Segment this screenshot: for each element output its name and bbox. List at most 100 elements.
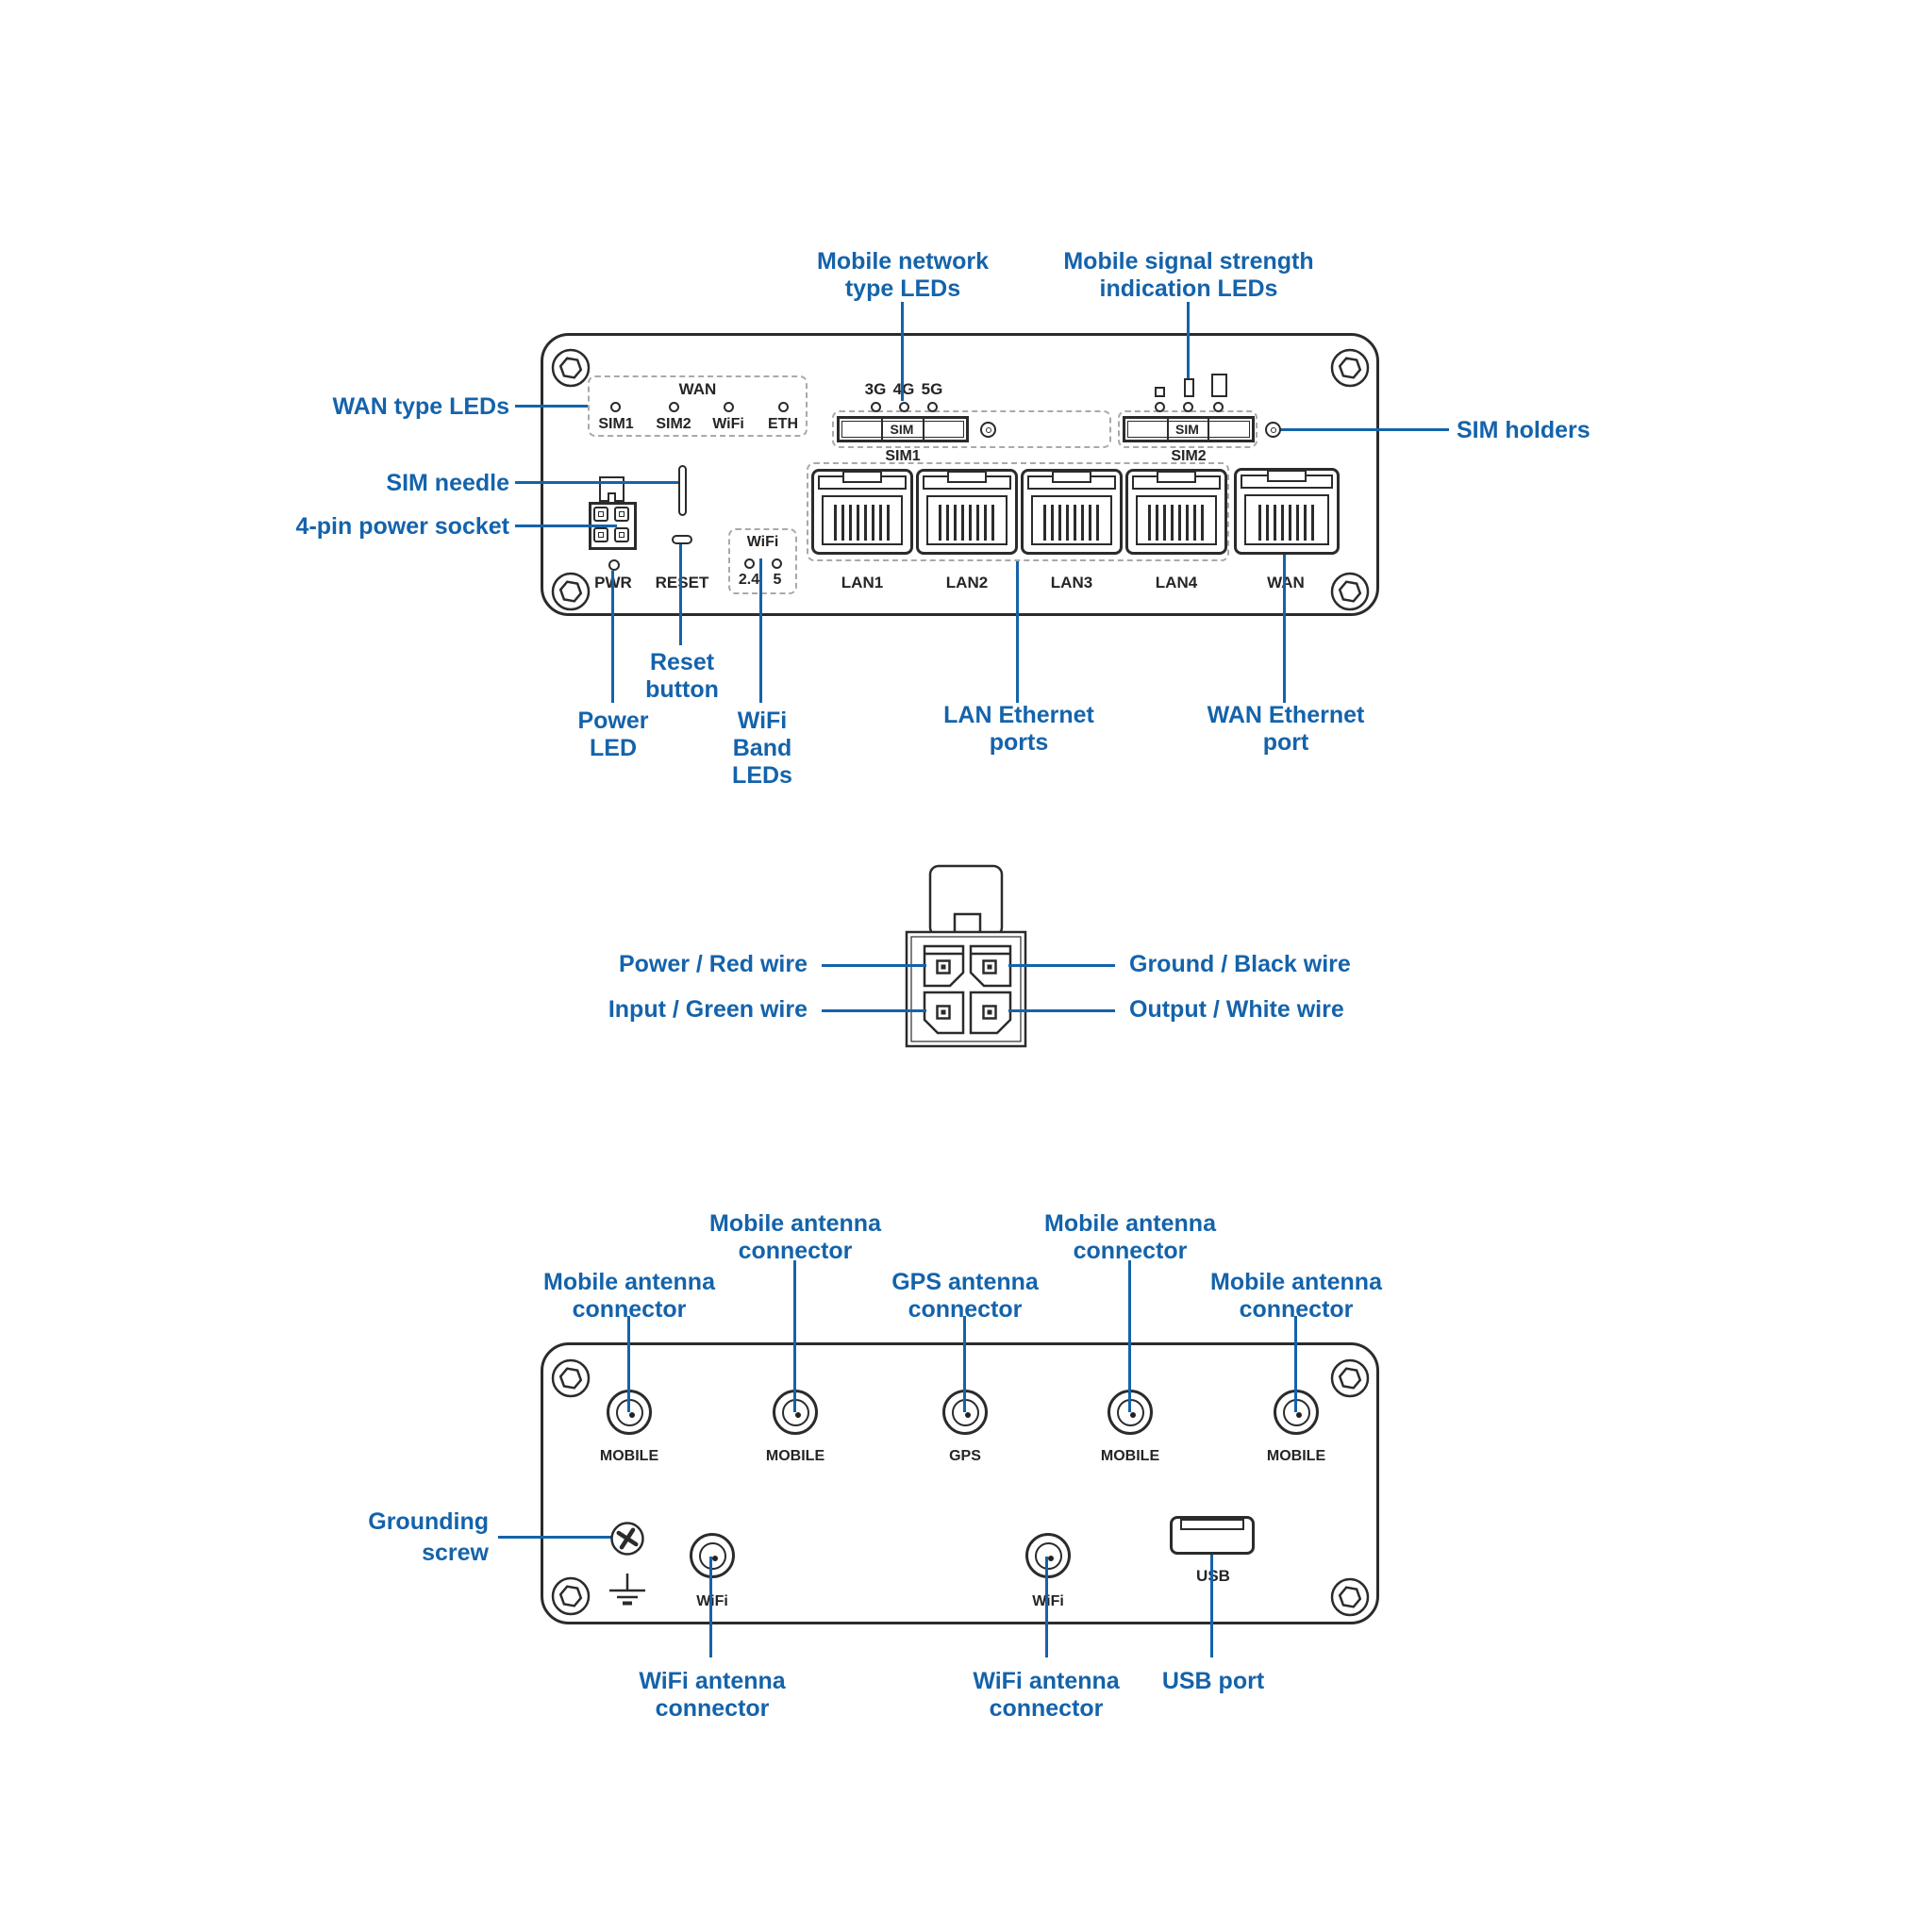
- wifi-band-group-box: [728, 528, 797, 594]
- callout-line-wifi-band: [759, 558, 762, 703]
- net-type-3g-led: [871, 402, 881, 412]
- wifi-connector-label: WiFi: [696, 1593, 728, 1609]
- power-connector-icon: [905, 864, 1027, 1048]
- label-mobile-signal-leds: Mobile signal strength indication LEDs: [1063, 248, 1314, 302]
- sim2-tray-divider: [1167, 418, 1169, 441]
- label-wifi-antenna-2: WiFi antenna connector: [973, 1668, 1120, 1722]
- power-socket-pin: [614, 527, 629, 542]
- wifi-band-group-title: WiFi: [746, 534, 779, 550]
- callout-line-wan-port: [1283, 555, 1286, 703]
- lan2-port[interactable]: [916, 469, 1018, 555]
- wifi-connector-label: WiFi: [1032, 1593, 1064, 1609]
- callout-line-wifi-antenna-1: [709, 1557, 712, 1657]
- mobile-connector-label: MOBILE: [1100, 1448, 1160, 1464]
- wan-led-group-box: [588, 375, 808, 437]
- label-pin-ground: Ground / Black wire: [1129, 951, 1351, 977]
- label-usb-port: USB port: [1161, 1668, 1265, 1694]
- lan4-port[interactable]: [1125, 469, 1227, 555]
- callout-line-pin-ground: [1008, 964, 1115, 967]
- sim2-tray-divider: [1208, 418, 1209, 441]
- callout-line-mobile-2: [793, 1260, 796, 1412]
- callout-line-power-socket: [515, 525, 617, 527]
- label-gps-antenna: GPS antenna connector: [891, 1269, 1039, 1323]
- mobile-connector-label: MOBILE: [599, 1448, 659, 1464]
- wan-wifi-led-label: WiFi: [712, 416, 744, 432]
- label-wan-port: WAN Ethernet port: [1207, 702, 1365, 756]
- net-type-4g-led: [899, 402, 909, 412]
- label-mobile-antenna-2: Mobile antenna connector: [709, 1210, 881, 1264]
- callout-line-mobile-network: [901, 302, 904, 401]
- net-type-4g-label: 4G: [892, 380, 915, 398]
- mobile-connector-label: MOBILE: [1266, 1448, 1326, 1464]
- callout-line-grounding: [498, 1536, 618, 1539]
- sim2-eject-hole: [1265, 422, 1281, 438]
- power-led: [608, 559, 620, 571]
- signal-led-3: [1213, 402, 1224, 412]
- lan1-port[interactable]: [811, 469, 913, 555]
- reset-label: RESET: [655, 574, 709, 591]
- label-sim-holders: SIM holders: [1457, 417, 1591, 443]
- label-mobile-antenna-3: Mobile antenna connector: [1044, 1210, 1216, 1264]
- wifi-24-label: 2.4: [738, 572, 760, 588]
- label-mobile-antenna-1: Mobile antenna connector: [543, 1269, 715, 1323]
- wifi-5-label: 5: [773, 572, 782, 588]
- callout-line-pin-output: [1008, 1009, 1115, 1012]
- wifi-24-led: [744, 558, 755, 569]
- sim1-tray: [837, 416, 969, 442]
- callout-line-lan-ports: [1016, 561, 1019, 703]
- reset-button[interactable]: [672, 535, 692, 544]
- net-type-5g-led: [927, 402, 938, 412]
- sim-needle: [678, 465, 687, 516]
- wan-sim1-led: [610, 402, 621, 412]
- lan3-port[interactable]: [1021, 469, 1123, 555]
- wan-wifi-led: [724, 402, 734, 412]
- signal-bar-mid-icon: [1184, 378, 1194, 397]
- label-reset-button: Reset button: [645, 649, 719, 703]
- wan-eth-led-label: ETH: [768, 416, 798, 432]
- lan4-label: LAN4: [1155, 574, 1198, 591]
- sim1-eject-hole: [980, 422, 996, 438]
- wifi-antenna-connector[interactable]: [1025, 1533, 1071, 1578]
- callout-line-sim-needle: [515, 481, 683, 484]
- signal-bar-low-icon: [1155, 387, 1165, 397]
- callout-line-mobile-4: [1294, 1316, 1297, 1412]
- sim1-tray-divider: [923, 418, 924, 441]
- sim1-label: SIM1: [885, 448, 921, 464]
- sim2-tray: [1123, 416, 1255, 442]
- callout-line-usb: [1210, 1555, 1213, 1657]
- power-socket-pin: [614, 507, 629, 522]
- label-wan-type-leds: WAN type LEDs: [332, 393, 509, 420]
- label-wifi-antenna-1: WiFi antenna connector: [639, 1668, 786, 1722]
- lan1-label: LAN1: [841, 574, 884, 591]
- sim1-tray-divider: [881, 418, 883, 441]
- screw-hole-icon: [551, 348, 591, 388]
- callout-line-gps: [963, 1316, 966, 1412]
- gps-connector-label: GPS: [949, 1448, 981, 1464]
- callout-line-reset: [679, 544, 682, 645]
- label-pin-output: Output / White wire: [1129, 996, 1344, 1023]
- wan-led-group-title: WAN: [678, 380, 717, 398]
- sim1-holder-box: [832, 410, 1111, 448]
- callout-line-wifi-antenna-2: [1045, 1557, 1048, 1657]
- signal-bar-high-icon: [1211, 374, 1227, 397]
- power-socket-latch-tab: [608, 492, 616, 504]
- label-mobile-network-type-leds: Mobile network type LEDs: [817, 248, 989, 302]
- callout-line-sim-holders: [1275, 428, 1449, 431]
- mobile-connector-label: MOBILE: [765, 1448, 825, 1464]
- lan2-label: LAN2: [945, 574, 989, 591]
- wan-sim2-led-label: SIM2: [656, 416, 691, 432]
- label-mobile-antenna-4: Mobile antenna connector: [1210, 1269, 1382, 1323]
- label-pin-input: Input / Green wire: [608, 996, 808, 1023]
- signal-led-2: [1183, 402, 1193, 412]
- callout-line-mobile-1: [627, 1316, 630, 1412]
- wan-port[interactable]: [1234, 468, 1340, 555]
- wifi-antenna-connector[interactable]: [690, 1533, 735, 1578]
- label-grounding-screw: Grounding screw: [368, 1508, 489, 1566]
- wifi-5-led: [772, 558, 782, 569]
- callout-line-power-led: [611, 571, 614, 703]
- sim1-tray-label: SIM: [890, 422, 914, 437]
- label-power-socket: 4-pin power socket: [295, 513, 509, 540]
- screw-hole-icon: [1330, 572, 1370, 611]
- rear-panel-device: [541, 1342, 1379, 1624]
- net-type-3g-label: 3G: [864, 380, 887, 398]
